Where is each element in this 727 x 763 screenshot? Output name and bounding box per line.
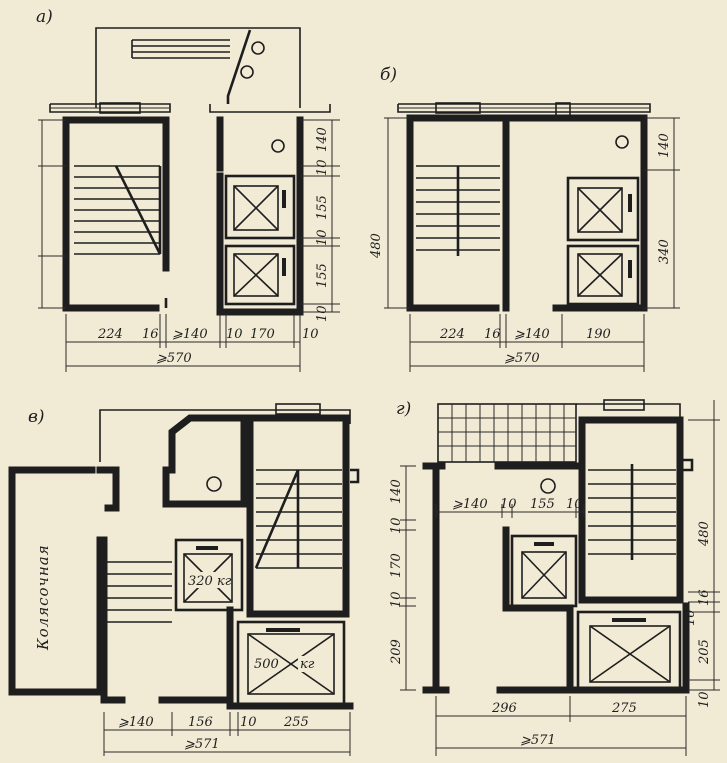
panel-v-lift-small-capacity: 320 кг <box>188 574 232 589</box>
panel-a-dim-bottom-5: 10 <box>302 327 319 342</box>
panel-b-dim-left-0: 480 <box>369 233 384 259</box>
panel-g-dim-top-2: 155 <box>530 497 555 512</box>
panel-v-dim-bottom-2: 10 <box>240 715 257 730</box>
panel-g-stair-flight <box>588 464 676 560</box>
panel-v-dim-bottom-1: 156 <box>188 715 213 730</box>
panel-a-dim-bottom-2: ⩾140 <box>172 327 208 342</box>
panel-a-lift-1-car <box>233 185 279 231</box>
panel-g-label: г) <box>396 399 411 419</box>
panel-v-lift-wall <box>226 606 354 710</box>
panel-a-stair-landing-diag <box>114 165 162 255</box>
panel-b-lift-1 <box>566 176 640 242</box>
panel-b-chute <box>615 135 629 149</box>
panel-v-chute <box>206 476 222 492</box>
panel-v-stair-room <box>246 414 350 618</box>
panel-g-dim-left-4: 209 <box>389 639 404 665</box>
panel-v: в) Колясочная <box>8 403 360 756</box>
panel-g-dim-total: ⩾571 <box>520 733 556 748</box>
panel-v-room-label: Колясочная <box>34 544 52 651</box>
panel-g-dim-top-0: ⩾140 <box>452 497 488 512</box>
panel-g-dim-top-3: 10 <box>566 497 583 512</box>
panel-b-dim-bottom-0: 224 <box>439 327 465 342</box>
panel-a-dim-total: ⩾570 <box>156 351 192 366</box>
panel-a-dim-right-5: 10 <box>315 305 330 322</box>
panel-b-dim-right-1: 340 <box>657 239 672 264</box>
panel-b-dim-bottom-3: 190 <box>586 327 611 342</box>
panel-v-lift-large-capacity: 500 <box>254 657 279 672</box>
panel-v-lift-large-unit: кг <box>300 657 315 672</box>
panel-g-balcony-tiles <box>437 403 577 463</box>
panel-v-lower-flight <box>106 561 172 623</box>
panel-v-lift-small <box>174 538 244 612</box>
panel-a-window-sash <box>99 102 141 114</box>
panel-b-dim-bottom-1: 16 <box>484 327 501 342</box>
panel-v-dim-total: ⩾571 <box>184 737 220 752</box>
panel-v-label: в) <box>28 407 45 427</box>
panel-a-upper-outline <box>95 27 301 108</box>
panel-a-upper-partition <box>226 29 252 104</box>
panel-g-dim-right-3: 205 <box>697 639 712 665</box>
panel-b-stair-wall <box>406 114 500 312</box>
panel-a-dim-right-3: 10 <box>315 229 330 246</box>
panel-v-pram-room <box>8 466 104 696</box>
panel-v-chute-room <box>162 414 248 508</box>
panel-g: г) <box>389 399 720 756</box>
panel-a-label: а) <box>36 7 53 27</box>
panel-a-dim-right-2: 155 <box>315 195 330 220</box>
panel-b-label: б) <box>380 65 397 85</box>
panel-b-stair-flight <box>416 165 500 256</box>
panel-a-rubbish-chute-upper <box>251 41 265 55</box>
panel-g-dim-left-0: 140 <box>389 479 404 504</box>
panel-v-stair-flight <box>254 469 342 569</box>
panel-b-dim-total: ⩾570 <box>504 351 540 366</box>
panel-b-window <box>397 103 651 113</box>
panel-g-dim-right-2: 10 <box>683 609 698 626</box>
panel-a-rubbish-chute-lower <box>240 65 254 79</box>
panel-b-lift-2 <box>566 244 640 306</box>
panel-g-stair-room <box>578 416 684 604</box>
panel-a-dim-bottom-3: 10 <box>226 327 243 342</box>
panel-a-chute-hall <box>271 139 285 153</box>
panel-a-dim-right-0: 140 <box>315 127 330 152</box>
panel-a-upper-stair <box>131 39 230 59</box>
panel-a-lift-2-car <box>233 253 279 297</box>
panel-v-dim-bottom-3: 255 <box>283 715 309 730</box>
panel-a-dim-bottom-0: 224 <box>97 327 123 342</box>
panel-a-window <box>49 103 171 113</box>
panel-g-dim-left-3: 10 <box>389 591 404 608</box>
panel-b: б) 480 14 <box>369 65 680 372</box>
panel-a-stair-wall-right <box>62 116 170 272</box>
panel-a-dim-right-4: 155 <box>315 263 330 288</box>
panel-b-dim-bottom-2: ⩾140 <box>514 327 550 342</box>
panel-b-dim-right-0: 140 <box>657 133 672 158</box>
panel-a-dim-bottom-4: 170 <box>250 327 275 342</box>
panel-g-dim-left-1: 10 <box>389 517 404 534</box>
panel-v-pram-pier <box>104 466 120 512</box>
panel-g-dim-top-1: 10 <box>500 497 517 512</box>
panel-g-dim-bottom-0: 296 <box>491 701 517 716</box>
panel-a-stair-wall-left <box>62 116 160 312</box>
panel-a: а) <box>36 7 340 372</box>
panel-a-dim-bottom-1: 16 <box>142 327 159 342</box>
panel-g-dim-right-0: 480 <box>697 521 712 547</box>
panel-a-stair-flight <box>74 165 162 255</box>
panel-g-dim-left-2: 170 <box>389 553 404 578</box>
panel-v-dim-bottom-0: ⩾140 <box>118 715 154 730</box>
panel-g-dim-right-4: 10 <box>697 691 712 708</box>
panel-a-dim-right-1: 10 <box>315 159 330 176</box>
panel-g-hall-wall <box>496 526 574 694</box>
panel-a-lift-1 <box>224 174 296 240</box>
panel-a-window-2 <box>209 104 331 113</box>
panel-a-lift-outer <box>216 116 304 316</box>
panel-v-upper-outline <box>99 409 351 462</box>
panel-a-lift-2 <box>224 244 296 306</box>
panel-g-dim-right-1: 16 <box>697 589 712 606</box>
panel-g-dim-bottom-1: 275 <box>611 701 637 716</box>
panel-g-chute <box>540 478 556 494</box>
